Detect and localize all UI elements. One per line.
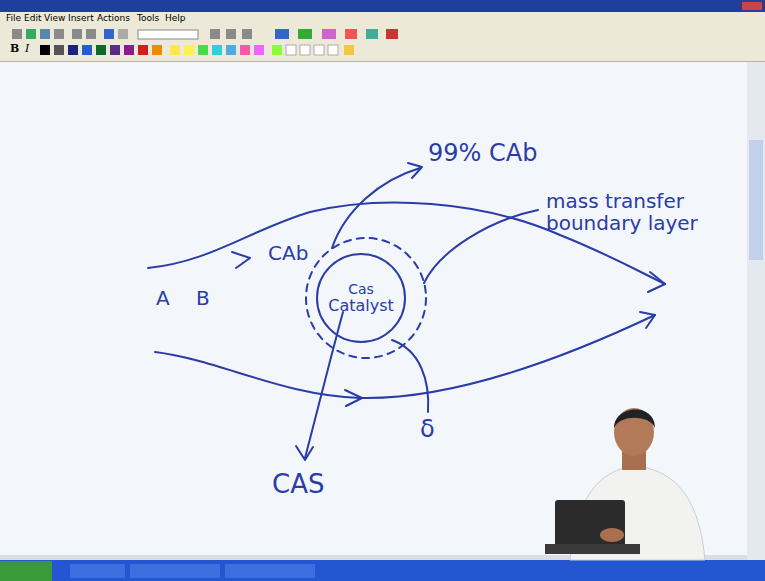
menu-item: Insert: [68, 14, 94, 24]
catalyst-particle: CasCatalyst: [316, 253, 406, 343]
concentration-label: 99% CAb: [428, 140, 537, 166]
arrowhead: [345, 390, 362, 406]
toolbar-bold: B: [10, 43, 19, 55]
menu-item: View: [44, 14, 65, 24]
concentration-label: Cas: [328, 282, 394, 297]
menu-item: Help: [165, 14, 186, 24]
boundary-layer: [306, 238, 426, 358]
arrowhead: [296, 446, 313, 460]
streamline: [155, 315, 655, 398]
concentration-label: CAb: [268, 242, 308, 264]
toolbar-italic: I: [25, 43, 29, 55]
arrowhead: [648, 272, 665, 292]
leader-line: [392, 340, 428, 412]
concentration-label: CAS: [272, 470, 324, 499]
thickness-symbol: δ: [420, 416, 435, 442]
species-label: A: [156, 287, 170, 309]
leader-line: [424, 210, 538, 283]
species-label: B: [196, 287, 210, 309]
lecturer: [545, 408, 705, 560]
boundary-layer-label: mass transfer boundary layer: [546, 190, 726, 234]
particle-name: Catalyst: [328, 297, 394, 315]
arrowhead: [232, 252, 250, 268]
arrowhead: [408, 163, 422, 178]
menu-item: Tools: [137, 14, 159, 24]
menu-item: File: [6, 14, 21, 24]
menu-item: Edit: [24, 14, 41, 24]
menu-item: Actions: [97, 14, 130, 24]
leader-line: [332, 168, 420, 248]
arrowhead: [640, 312, 655, 328]
